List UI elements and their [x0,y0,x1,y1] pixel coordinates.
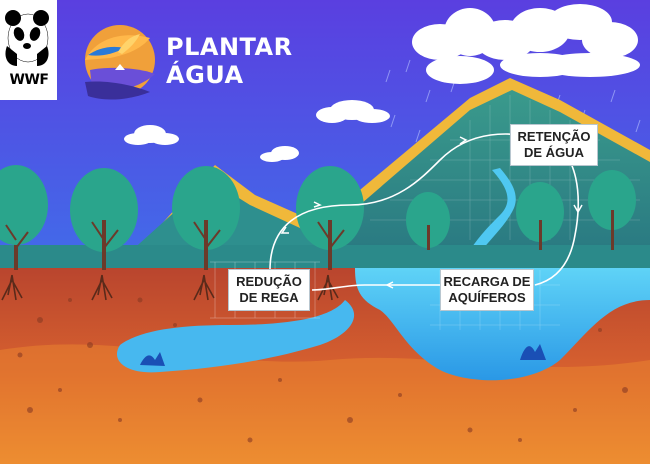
label-water-retention: RETENÇÃO DE ÁGUA [510,124,598,166]
label-line: REDUÇÃO [236,274,302,289]
label-line: DE ÁGUA [524,145,584,160]
tree [0,165,48,270]
tree [172,166,240,270]
label-irrigation-reduction: REDUÇÃO DE REGA [228,269,310,311]
label-line: RECARGA DE [443,274,531,289]
soil-dots [17,297,628,443]
tree [516,182,564,250]
clouds [124,4,640,162]
aquifer [355,268,650,381]
label-line: DE REGA [239,290,299,305]
cycle-path-upper [269,133,579,286]
aquifer-plant [520,344,546,360]
label-aquifer-recharge: RECARGA DE AQUÍFEROS [440,269,534,311]
cycle-arrow [385,281,394,289]
label-line: AQUÍFEROS [448,290,526,305]
cycle-arrow [280,226,289,234]
panda-icon [5,10,49,66]
tree [70,168,138,270]
wwf-logo-text: WWF [9,72,49,88]
cycle-arrow [459,136,468,145]
lake-plant [140,352,165,366]
cycle-path-lower [311,284,440,291]
campaign-title-line2: ÁGUA [166,61,244,89]
label-line: RETENÇÃO [517,129,591,144]
plantar-agua-emblem [85,25,155,100]
mountain-stream [470,168,516,250]
wwf-logo: WWF [0,0,57,100]
underground-lake [116,300,355,373]
cycle-arrow [573,204,583,214]
campaign-title-line1: PLANTAR [166,33,293,61]
tree [588,170,636,250]
roots [1,274,339,301]
tree [296,166,364,270]
tree [406,192,450,250]
trees [0,165,636,270]
cycle-arrow [313,201,322,208]
